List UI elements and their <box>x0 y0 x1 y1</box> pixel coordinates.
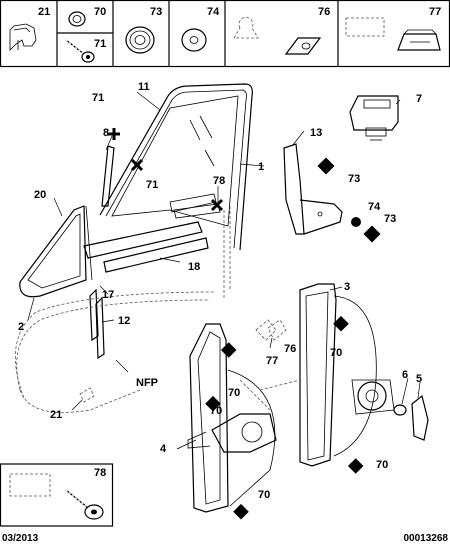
square-marker-70d <box>347 458 364 474</box>
grommet-73-icon <box>125 26 155 54</box>
header-ref-76: 76 <box>318 6 330 18</box>
footer-code: 00013268 <box>404 533 449 544</box>
callout-labels: 11 71 8 71 1 78 20 18 17 2 12 NFP 21 4 1… <box>18 81 422 501</box>
callout-71-mid: 71 <box>146 179 158 191</box>
markers <box>108 128 381 520</box>
square-marker-70e <box>233 503 249 520</box>
nut-70-icon <box>68 11 86 27</box>
callout-74: 74 <box>368 201 381 213</box>
callout-73-upper: 73 <box>348 173 360 185</box>
callout-78: 78 <box>213 175 225 187</box>
square-marker-73b <box>363 225 381 243</box>
dot-marker-74 <box>351 217 361 227</box>
cross-marker-71b <box>130 158 144 172</box>
screw-71-icon <box>65 39 95 63</box>
callout-18: 18 <box>188 261 200 273</box>
callout-5: 5 <box>416 373 422 385</box>
callout-2: 2 <box>18 321 24 333</box>
header-ref-77: 77 <box>429 6 441 18</box>
callout-1: 1 <box>258 161 264 173</box>
dashed-rect-icon <box>345 17 385 37</box>
header-parts-table: 21 70 71 73 74 <box>0 0 450 68</box>
callout-20: 20 <box>34 189 46 201</box>
callout-4: 4 <box>160 443 167 455</box>
square-marker-70b <box>333 315 349 332</box>
callout-3: 3 <box>344 281 350 293</box>
inset-dashed-rect-icon <box>9 473 51 497</box>
callout-21: 21 <box>50 409 62 421</box>
keyhole-dashed-icon <box>233 16 259 39</box>
pad-76-icon <box>284 37 322 55</box>
callout-17: 17 <box>102 289 114 301</box>
callout-76: 76 <box>284 343 296 355</box>
footer-date: 03/2013 <box>2 533 39 544</box>
callout-70-mid: 70 <box>210 405 222 417</box>
callout-70-right-lower: 70 <box>376 459 388 471</box>
inset-ref-78: 78 <box>94 467 106 479</box>
callout-nfp: NFP <box>136 377 158 389</box>
cross-marker-78 <box>210 198 224 212</box>
screw-78-icon <box>65 489 104 520</box>
callout-70-bottom: 70 <box>258 489 270 501</box>
washer-74-icon <box>181 28 207 52</box>
callout-77: 77 <box>266 355 278 367</box>
switch-77-icon <box>397 29 441 51</box>
callout-70-left-upper: 70 <box>228 387 240 399</box>
callout-13: 13 <box>310 127 322 139</box>
header-ref-71: 71 <box>94 38 106 50</box>
callout-70-right-upper: 70 <box>330 347 342 359</box>
callout-11: 11 <box>138 81 150 93</box>
header-ref-74: 74 <box>207 6 220 18</box>
square-marker-73a <box>317 157 335 175</box>
square-marker-70c <box>205 395 221 412</box>
header-ref-21: 21 <box>38 6 50 18</box>
diagram-artwork <box>14 83 429 513</box>
inset-78: 78 <box>0 463 114 527</box>
header-ref-70: 70 <box>94 6 106 18</box>
square-marker-70a <box>220 342 237 358</box>
callout-8: 8 <box>103 127 109 139</box>
clip-21-icon <box>9 23 37 51</box>
cross-marker-71a <box>108 128 120 140</box>
callout-6: 6 <box>402 369 408 381</box>
callout-71-top: 71 <box>92 92 104 104</box>
callout-12: 12 <box>118 315 130 327</box>
header-ref-73: 73 <box>150 6 162 18</box>
callout-7: 7 <box>416 93 422 105</box>
callout-73-lower: 73 <box>384 213 396 225</box>
